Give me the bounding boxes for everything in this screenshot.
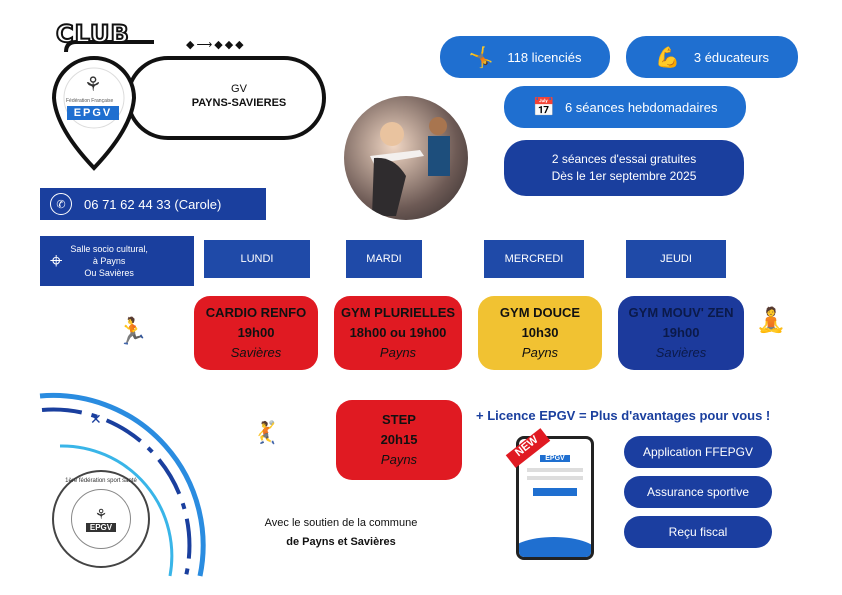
stat-licencies: 🤸 118 licenciés — [440, 36, 610, 78]
stat-seances: 📅 6 séances hebdomadaires — [504, 86, 746, 128]
trial-banner: 2 séances d'essai gratuites Dès le 1er s… — [504, 140, 744, 196]
trial-line1: 2 séances d'essai gratuites — [551, 152, 697, 166]
day-mardi: MARDI — [346, 240, 422, 278]
seal-logo: EPGV — [85, 523, 117, 532]
support-line2: de Payns et Savières — [286, 536, 396, 548]
seal-figure-icon: ⚘ — [94, 506, 108, 522]
advantage-insurance: Assurance sportive — [624, 476, 772, 508]
slot-time: 19h00 — [662, 325, 700, 340]
federation-seal: 1ère fédération sport santé ⚘ EPGV — [52, 470, 150, 568]
phone-icon: ✆ — [50, 193, 72, 215]
club-logo-text: EPGV — [67, 106, 119, 120]
fitness-photo — [344, 96, 468, 220]
seal-ring-text: 1ère fédération sport santé — [65, 478, 137, 484]
stat-licencies-label: 118 licenciés — [507, 49, 582, 65]
club-badge: CLUB — [55, 19, 130, 49]
decorative-arcs: ✕ — [39, 392, 206, 577]
muscle-icon: 💪 — [654, 46, 680, 69]
slot-step: STEP 20h15 Payns — [336, 400, 462, 480]
location-line1: Salle socio cultural, — [70, 244, 148, 254]
advantages-headline: + Licence EPGV = Plus d'avantages pour v… — [476, 408, 771, 423]
day-lundi: LUNDI — [204, 240, 310, 278]
club-logo-caption: Fédération Française — [66, 98, 114, 104]
slot-title: GYM DOUCE — [499, 305, 581, 320]
slot-time: 20h15 — [380, 432, 418, 447]
club-name: GV PAYNS-SAVIERES — [174, 82, 304, 110]
slot-title: CARDIO RENFO — [205, 305, 307, 320]
slot-title: STEP — [382, 412, 416, 427]
location-line2: à Payns — [92, 256, 126, 266]
calendar-icon: 📅 — [532, 96, 555, 117]
slot-time: 19h00 — [237, 325, 275, 340]
location-box: ⌖ Salle socio cultural, à Payns Ou Saviè… — [40, 236, 194, 286]
arrow-ornament: ◆⟶◆◆◆ — [186, 39, 246, 51]
map-pin-icon: ⌖ — [50, 248, 63, 273]
athlete-icon: 🤸 — [468, 46, 494, 69]
phone-number: 06 71 62 44 33 (Carole) — [84, 196, 222, 212]
slot-time: 18h00 ou 19h00 — [349, 325, 447, 340]
slot-place: Payns — [380, 452, 418, 467]
stat-educateurs: 💪 3 éducateurs — [626, 36, 798, 78]
jumping-icon: 🤾 — [252, 420, 280, 445]
slot-title: GYM MOUV' ZEN — [628, 305, 734, 320]
runner-icon: 🏃 — [116, 316, 149, 346]
slot-place: Payns — [379, 345, 417, 360]
support-line1: Avec le soutien de la commune — [264, 517, 418, 529]
trial-line2: Dès le 1er septembre 2025 — [551, 169, 697, 183]
slot-place: Savières — [655, 345, 707, 360]
day-mercredi: MERCREDI — [484, 240, 584, 278]
club-name-line2: PAYNS-SAVIERES — [191, 97, 287, 109]
advantage-app: Application FFEPGV — [624, 436, 772, 468]
slot-cardio-renfo: CARDIO RENFO 19h00 Savières — [194, 296, 318, 370]
support-text: Avec le soutien de la commune de Payns e… — [232, 514, 450, 552]
club-name-line1: GV — [231, 83, 247, 95]
slot-gym-mouv-zen: GYM MOUV' ZEN 19h00 Savières — [618, 296, 744, 370]
day-jeudi: JEUDI — [626, 240, 726, 278]
advantage-tax-receipt: Reçu fiscal — [624, 516, 772, 548]
slot-title: GYM PLURIELLES — [340, 305, 456, 320]
yoga-icon: 🧘 — [756, 307, 786, 334]
slot-gym-douce: GYM DOUCE 10h30 Payns — [478, 296, 602, 370]
club-header: CLUB ⚘ Fédération Française EPGV GV PAYN… — [44, 18, 334, 178]
slot-time: 10h30 — [521, 325, 559, 340]
slot-place: Savières — [230, 345, 282, 360]
slot-gym-plurielles: GYM PLURIELLES 18h00 ou 19h00 Payns — [334, 296, 462, 370]
slot-place: Payns — [521, 345, 559, 360]
stat-educateurs-label: 3 éducateurs — [693, 49, 770, 65]
location-line3: Ou Savières — [84, 268, 134, 278]
stat-seances-label: 6 séances hebdomadaires — [564, 99, 718, 115]
epgv-figure-icon: ⚘ — [84, 74, 102, 96]
app-phone-logo: EPGV — [540, 455, 570, 462]
phone-box[interactable]: ✆ 06 71 62 44 33 (Carole) — [40, 188, 266, 220]
svg-text:✕: ✕ — [90, 411, 102, 427]
